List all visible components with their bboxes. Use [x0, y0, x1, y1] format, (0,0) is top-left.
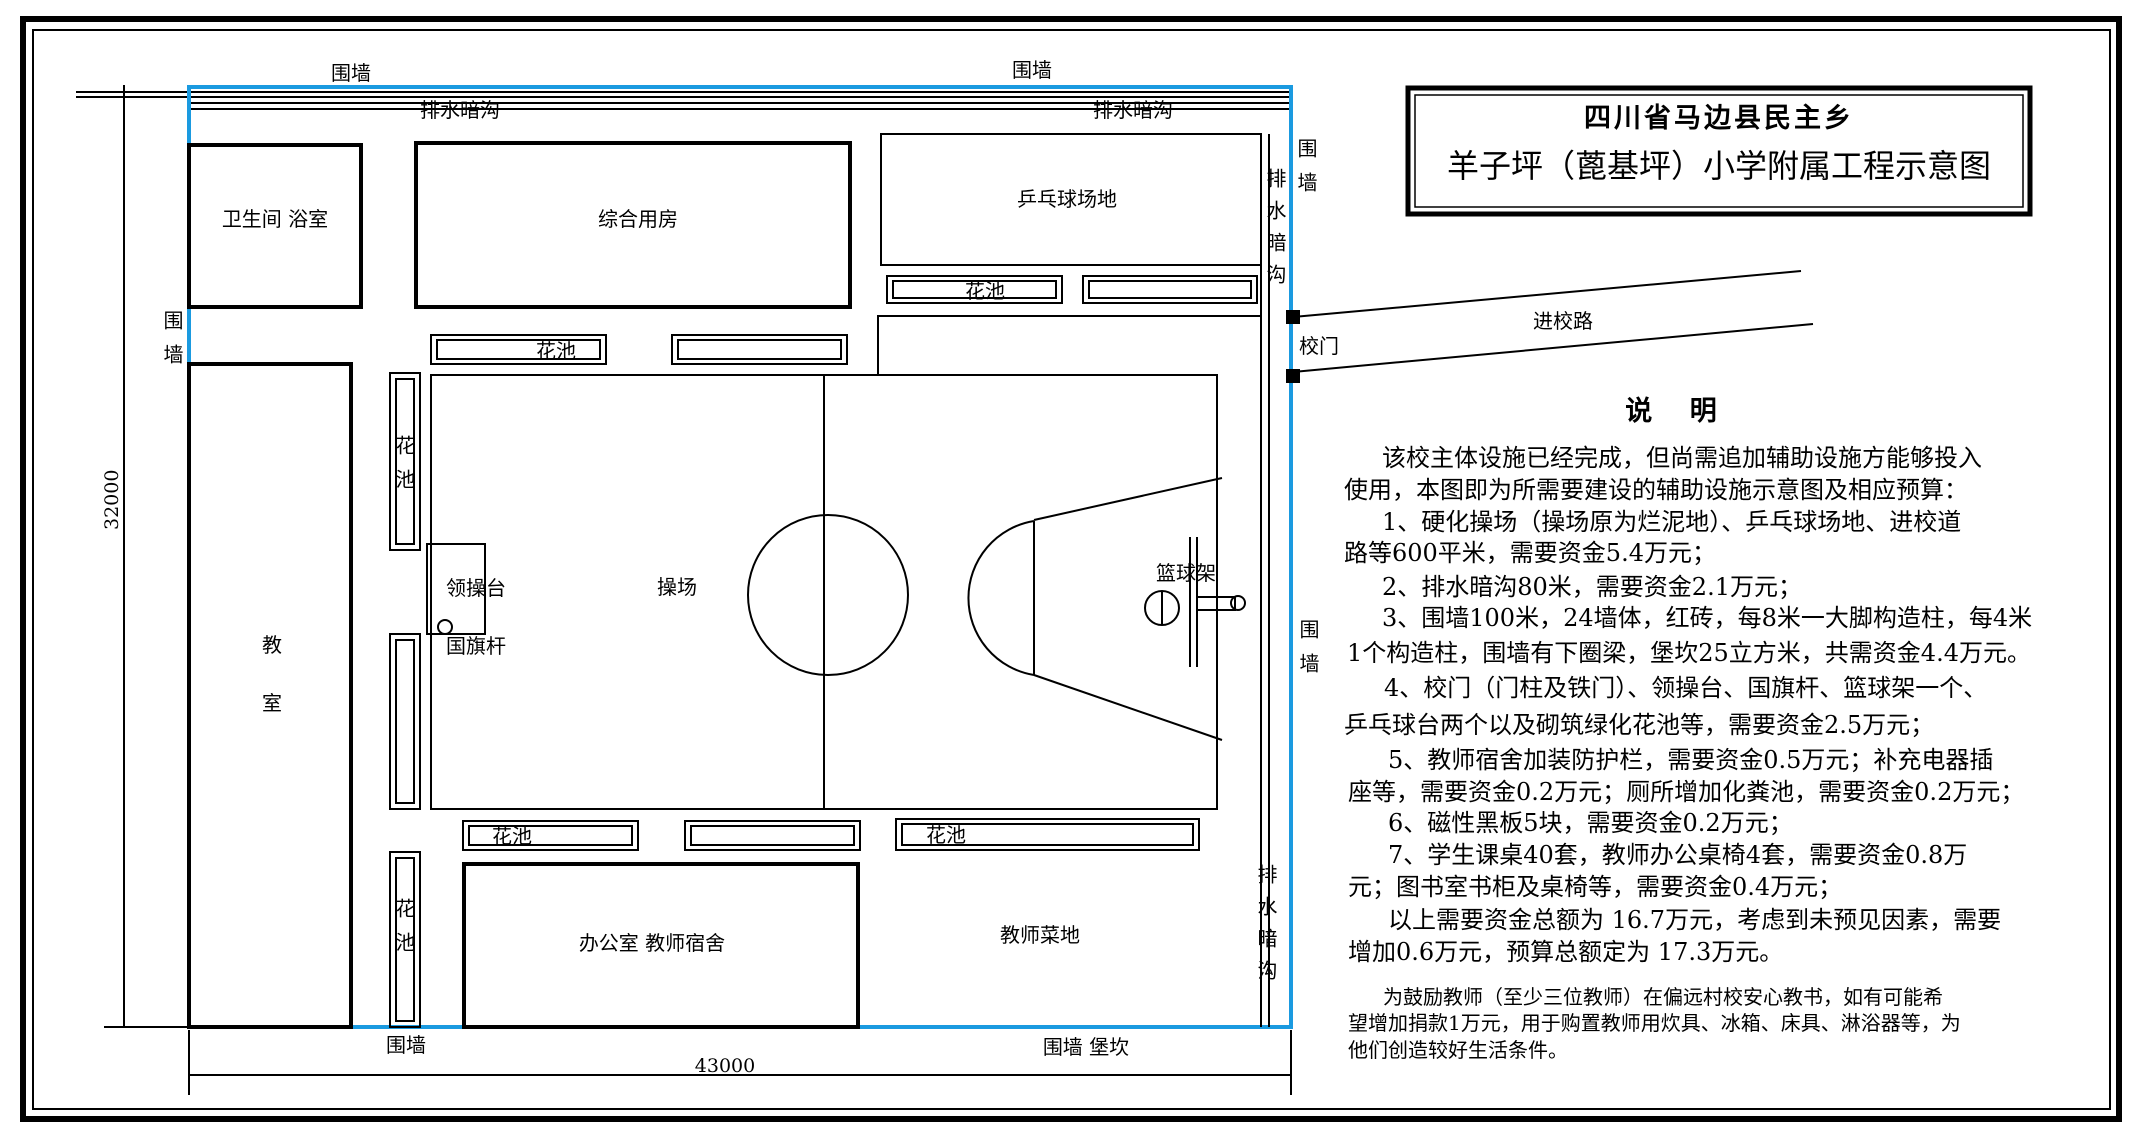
right-drain-lines — [1260, 134, 1270, 1027]
wall-label: 围墙 — [1012, 58, 1052, 82]
wall-label: 围墙 — [160, 310, 184, 378]
flower-bed-label: 花池 — [392, 435, 416, 503]
stage-label: 领操台 — [446, 576, 506, 600]
flower-bed-label: 花池 — [926, 823, 966, 847]
dimension-width: 43000 — [695, 1055, 755, 1077]
flower-bed-label: 花池 — [965, 279, 1005, 303]
notes-line: 路等600平米，需要资金5.4万元； — [1344, 539, 1716, 567]
road-label: 进校路 — [1533, 309, 1593, 333]
toilet-bath-label: 卫生间 浴室 — [222, 207, 328, 231]
notes-body: 该校主体设施已经完成，但尚需追加辅助设施方能够投入 使用，本图即为所需要建设的辅… — [1344, 444, 2032, 1062]
flower-beds — [389, 275, 1258, 1028]
dimension-height: 32000 — [101, 470, 123, 530]
wall-label: 围墙 — [331, 61, 371, 85]
notes-line: 1个构造柱，围墙有下圈梁，堡坎25立方米，共需资金4.4万元。 — [1347, 639, 2031, 667]
garden-label: 教师菜地 — [1000, 923, 1080, 947]
top-drain-lines — [76, 91, 1291, 110]
notes-line: 4、校门（门柱及铁门）、领操台、国旗杆、篮球架一个、 — [1384, 674, 1987, 702]
notes-extra-line: 他们创造较好生活条件。 — [1348, 1038, 1568, 1062]
multi-purpose-label: 综合用房 — [598, 207, 678, 231]
notes-line: 座等，需要资金0.2万元；厕所增加化粪池，需要资金0.2万元； — [1348, 778, 2024, 806]
notes-line: 使用，本图即为所需要建设的辅助设施示意图及相应预算： — [1344, 476, 1968, 504]
notes-line: 3、围墙100米，24墙体，红砖，每8米一大脚构造柱，每4米 — [1382, 604, 2032, 632]
playground-label: 操场 — [657, 575, 697, 599]
pingpong-court — [880, 133, 1262, 266]
wall-label: 围墙 — [386, 1033, 426, 1057]
notes-line: 7、学生课桌40套，教师办公桌椅4套，需要资金0.8万 — [1388, 841, 1967, 869]
outer-frame — [20, 16, 2122, 1122]
basketball-hoop-icon — [1144, 537, 1246, 667]
gate-label: 校门 — [1299, 334, 1339, 358]
stage — [426, 543, 486, 635]
flagpole-label: 国旗杆 — [446, 634, 506, 658]
notes-line: 6、磁性黑板5块，需要资金0.2万元； — [1388, 809, 1793, 837]
notes-line: 以上需要资金总额为 16.7万元，考虑到未预见因素，需要 — [1388, 906, 2001, 934]
drain-label: 排水暗沟 — [1093, 98, 1173, 122]
road-edge — [1292, 270, 1802, 318]
boundary-wall — [187, 85, 1293, 1029]
dimension-lines — [104, 85, 1292, 1095]
title-line-1: 四川省马边县民主乡 — [1584, 103, 1854, 134]
flower-bed-label: 花池 — [492, 824, 532, 848]
title-box-inner — [1414, 94, 2024, 208]
notes-extra-line: 为鼓励教师（至少三位教师）在偏远村校安心教书，如有可能希 — [1383, 985, 1943, 1009]
classroom-building — [187, 362, 353, 1029]
wall-label: 围墙 — [1294, 138, 1318, 206]
notes-line: 增加0.6万元，预算总额定为 17.3万元。 — [1348, 938, 1783, 966]
drain-label: 排水暗沟 — [420, 98, 500, 122]
notes-heading: 说 明 — [1625, 396, 1717, 427]
title-box — [1405, 85, 2033, 217]
inner-frame — [32, 29, 2111, 1110]
notes-line: 元；图书室书柜及桌椅等，需要资金0.4万元； — [1348, 873, 1842, 901]
drain-label: 排水暗沟 — [1254, 864, 1278, 992]
pingpong-label: 乒乓球场地 — [1017, 187, 1117, 211]
wall-label: 围墙 — [1296, 619, 1320, 687]
hoop-label: 篮球架 — [1156, 561, 1216, 585]
office-dormitory-building — [462, 862, 860, 1029]
entrance-area — [877, 315, 1261, 375]
office-label: 办公室 教师宿舍 — [579, 931, 725, 955]
flagpole-icon — [437, 619, 453, 635]
notes-line: 2、排水暗沟80米，需要资金2.1万元； — [1382, 573, 1802, 601]
multi-purpose-building — [414, 141, 852, 309]
wall-retaining-label: 围墙 堡坎 — [1043, 1035, 1129, 1059]
flower-bed-label: 花池 — [536, 339, 576, 363]
flower-bed-label: 花池 — [392, 898, 416, 966]
title-line-2: 羊子坪（蓖基坪）小学附属工程示意图 — [1447, 147, 1991, 185]
classroom-label: 室 — [262, 691, 282, 715]
notes-line: 1、硬化操场（操场原为烂泥地）、乒乓球场地、进校道 — [1382, 508, 1961, 536]
toilet-bath-building — [187, 143, 363, 309]
playground — [430, 374, 1223, 810]
classroom-label: 教 — [262, 633, 282, 657]
notes-extra-line: 望增加捐款1万元，用于购置教师用炊具、冰箱、床具、淋浴器等，为 — [1348, 1011, 1961, 1035]
drain-label: 排水暗沟 — [1263, 168, 1287, 296]
notes-line: 5、教师宿舍加装防护栏，需要资金0.5万元；补充电器插 — [1388, 746, 1993, 774]
notes-line: 乒乓球台两个以及砌筑绿化花池等，需要资金2.5万元； — [1344, 711, 1934, 739]
road-edge — [1292, 323, 1814, 373]
notes-line: 该校主体设施已经完成，但尚需追加辅助设施方能够投入 — [1382, 444, 1982, 472]
